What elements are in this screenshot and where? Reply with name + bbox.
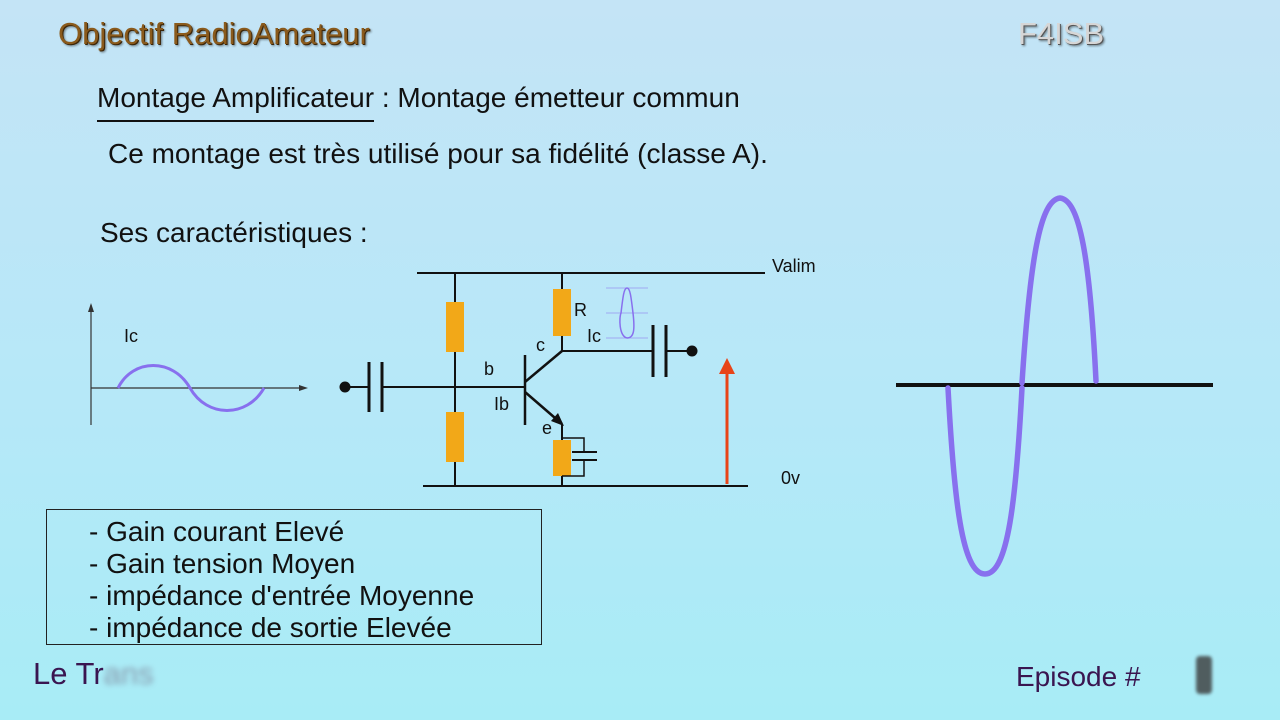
- transistor-collector-leg: [524, 350, 563, 383]
- base-pin-label: b: [484, 359, 494, 379]
- slide-heading: Montage Amplificateur : Montage émetteur…: [97, 82, 740, 122]
- collector-resistor-label: R: [574, 300, 587, 320]
- emitter-arrow: [551, 413, 564, 426]
- bypass-capacitor-lead-bottom: [562, 460, 585, 477]
- slide-subtitle: Ce montage est très utilisé pour sa fidé…: [108, 138, 768, 169]
- characteristics-label: Ses caractéristiques :: [100, 217, 368, 248]
- input-graph-y-arrow: [88, 303, 94, 312]
- collector-resistor: [553, 289, 571, 336]
- episode-number-blur: [1196, 656, 1212, 694]
- collector-pin-label: c: [536, 335, 545, 355]
- bias-resistor-bottom: [446, 412, 464, 462]
- characteristic-item: - impédance de sortie Elevée: [89, 612, 452, 643]
- emitter-resistor: [553, 440, 571, 476]
- collector-current-wave: [619, 287, 635, 339]
- input-graph-x-arrow: [299, 385, 308, 391]
- footer-title-visible: Le Tr: [33, 656, 104, 691]
- output-voltage-arrow-head: [719, 358, 735, 374]
- footer-title: Le Trans: [33, 656, 154, 692]
- output-wave-positive: [1019, 195, 1099, 386]
- emitter-pin-label: e: [542, 418, 552, 438]
- input-graph: Ic: [88, 303, 308, 425]
- output-graph: [896, 195, 1213, 577]
- characteristic-item: - Gain tension Moyen: [89, 548, 356, 579]
- characteristics-box: - Gain courant Elevé - Gain tension Moye…: [46, 509, 542, 645]
- supply-label: Valim: [772, 256, 816, 276]
- footer-title-blurred: ans: [103, 656, 154, 691]
- characteristic-item: - impédance d'entrée Moyenne: [89, 580, 475, 611]
- callsign-logo: F4ISB: [1018, 16, 1105, 51]
- output-wave-negative: [945, 385, 1025, 577]
- characteristics-list: - Gain courant Elevé - Gain tension Moye…: [47, 510, 541, 644]
- output-terminal: [686, 345, 698, 357]
- bypass-capacitor-lead-top: [562, 437, 585, 452]
- episode-label: Episode #: [1016, 661, 1141, 692]
- heading-underlined: Montage Amplificateur: [97, 82, 375, 122]
- brand-title: Objectif RadioAmateur: [58, 16, 370, 51]
- heading-rest: : Montage émetteur commun: [374, 82, 740, 113]
- input-sine-wave: [116, 364, 266, 412]
- ground-label: 0v: [781, 468, 800, 488]
- characteristic-item: - Gain courant Elevé: [89, 516, 345, 547]
- bias-resistor-top: [446, 302, 464, 352]
- base-current-label: Ib: [494, 394, 509, 414]
- input-graph-label: Ic: [124, 326, 138, 346]
- collector-current-label: Ic: [587, 326, 601, 346]
- transistor: [523, 350, 564, 426]
